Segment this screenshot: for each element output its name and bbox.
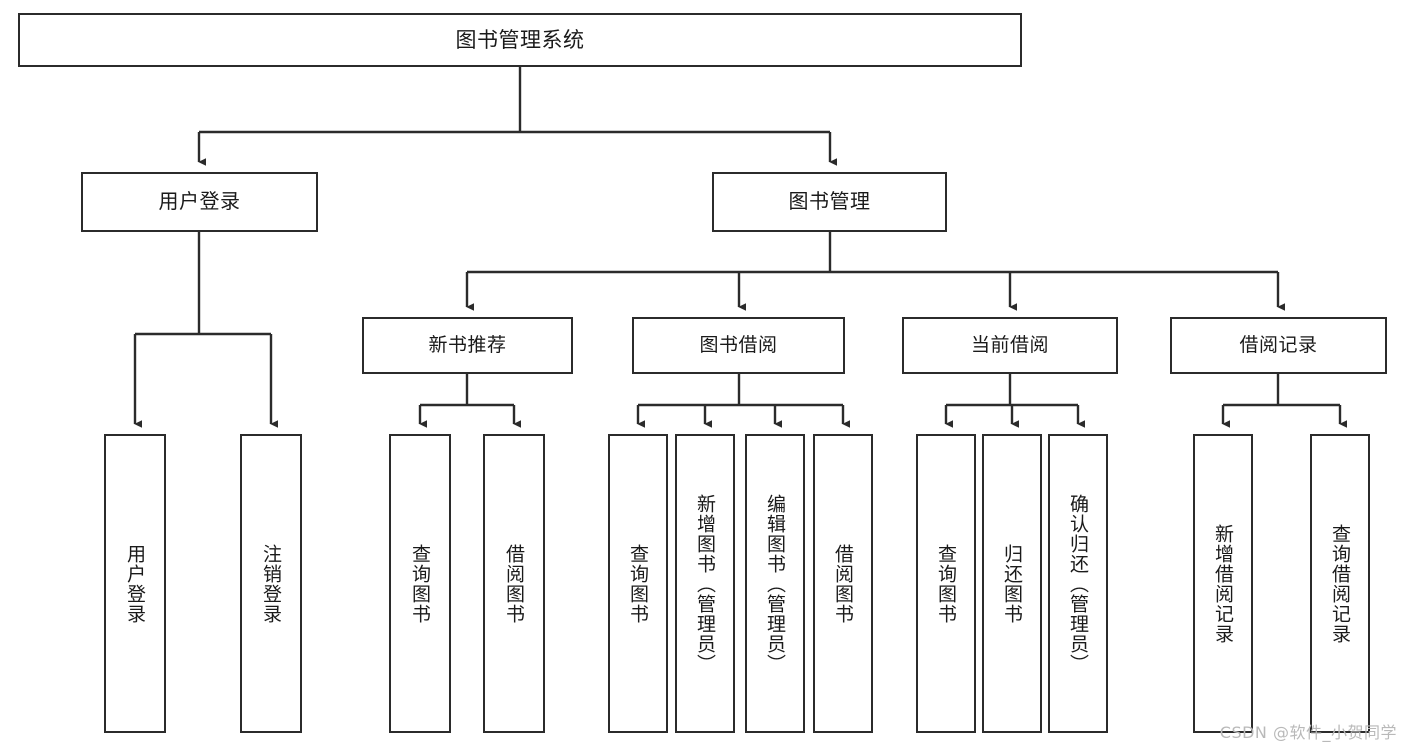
- node-leaf-edit-book[interactable]: 编辑图书（管理员）: [745, 434, 805, 733]
- node-new-book-recommend-label: 新书推荐: [428, 334, 507, 357]
- node-root[interactable]: 图书管理系统: [18, 13, 1022, 67]
- node-leaf-query-book-1[interactable]: 查询图书: [389, 434, 451, 733]
- node-user-login[interactable]: 用户登录: [81, 172, 318, 232]
- watermark-text: CSDN @软件_小贺同学: [1219, 723, 1397, 742]
- node-book-borrow[interactable]: 图书借阅: [632, 317, 845, 374]
- node-current-borrow[interactable]: 当前借阅: [902, 317, 1118, 374]
- node-new-book-recommend[interactable]: 新书推荐: [362, 317, 573, 374]
- node-leaf-logout-login[interactable]: 注销登录: [240, 434, 302, 733]
- node-leaf-query-book-3[interactable]: 查询图书: [916, 434, 976, 733]
- node-book-manage[interactable]: 图书管理: [712, 172, 947, 232]
- node-leaf-user-login[interactable]: 用户登录: [104, 434, 166, 733]
- node-leaf-confirm-return-label: 确认归还（管理员）: [1067, 493, 1090, 674]
- node-leaf-borrow-book-2-label: 借阅图书: [832, 543, 855, 624]
- node-leaf-borrow-book-1-label: 借阅图书: [503, 543, 526, 624]
- node-leaf-query-book-2-label: 查询图书: [627, 543, 650, 624]
- node-root-label: 图书管理系统: [455, 27, 585, 52]
- node-leaf-query-book-1-label: 查询图书: [409, 543, 432, 624]
- node-leaf-borrow-book-1[interactable]: 借阅图书: [483, 434, 545, 733]
- node-leaf-return-book-label: 归还图书: [1001, 543, 1024, 624]
- node-leaf-query-book-3-label: 查询图书: [935, 543, 958, 624]
- node-leaf-add-book[interactable]: 新增图书（管理员）: [675, 434, 735, 733]
- node-borrow-record-label: 借阅记录: [1239, 334, 1318, 357]
- node-borrow-record[interactable]: 借阅记录: [1170, 317, 1387, 374]
- node-current-borrow-label: 当前借阅: [970, 334, 1049, 357]
- node-leaf-add-book-label: 新增图书（管理员）: [694, 493, 717, 674]
- node-book-manage-label: 图书管理: [788, 189, 871, 214]
- node-leaf-return-book[interactable]: 归还图书: [982, 434, 1042, 733]
- node-leaf-user-login-label: 用户登录: [124, 543, 147, 624]
- node-leaf-query-record[interactable]: 查询借阅记录: [1310, 434, 1370, 733]
- node-leaf-confirm-return[interactable]: 确认归还（管理员）: [1048, 434, 1108, 733]
- node-leaf-edit-book-label: 编辑图书（管理员）: [764, 493, 787, 674]
- node-leaf-query-record-label: 查询借阅记录: [1329, 523, 1352, 644]
- node-leaf-query-book-2[interactable]: 查询图书: [608, 434, 668, 733]
- node-leaf-add-record[interactable]: 新增借阅记录: [1193, 434, 1253, 733]
- node-leaf-logout-login-label: 注销登录: [260, 543, 283, 624]
- node-leaf-add-record-label: 新增借阅记录: [1212, 523, 1235, 644]
- node-user-login-label: 用户登录: [158, 189, 241, 214]
- node-book-borrow-label: 图书借阅: [699, 334, 778, 357]
- node-leaf-borrow-book-2[interactable]: 借阅图书: [813, 434, 873, 733]
